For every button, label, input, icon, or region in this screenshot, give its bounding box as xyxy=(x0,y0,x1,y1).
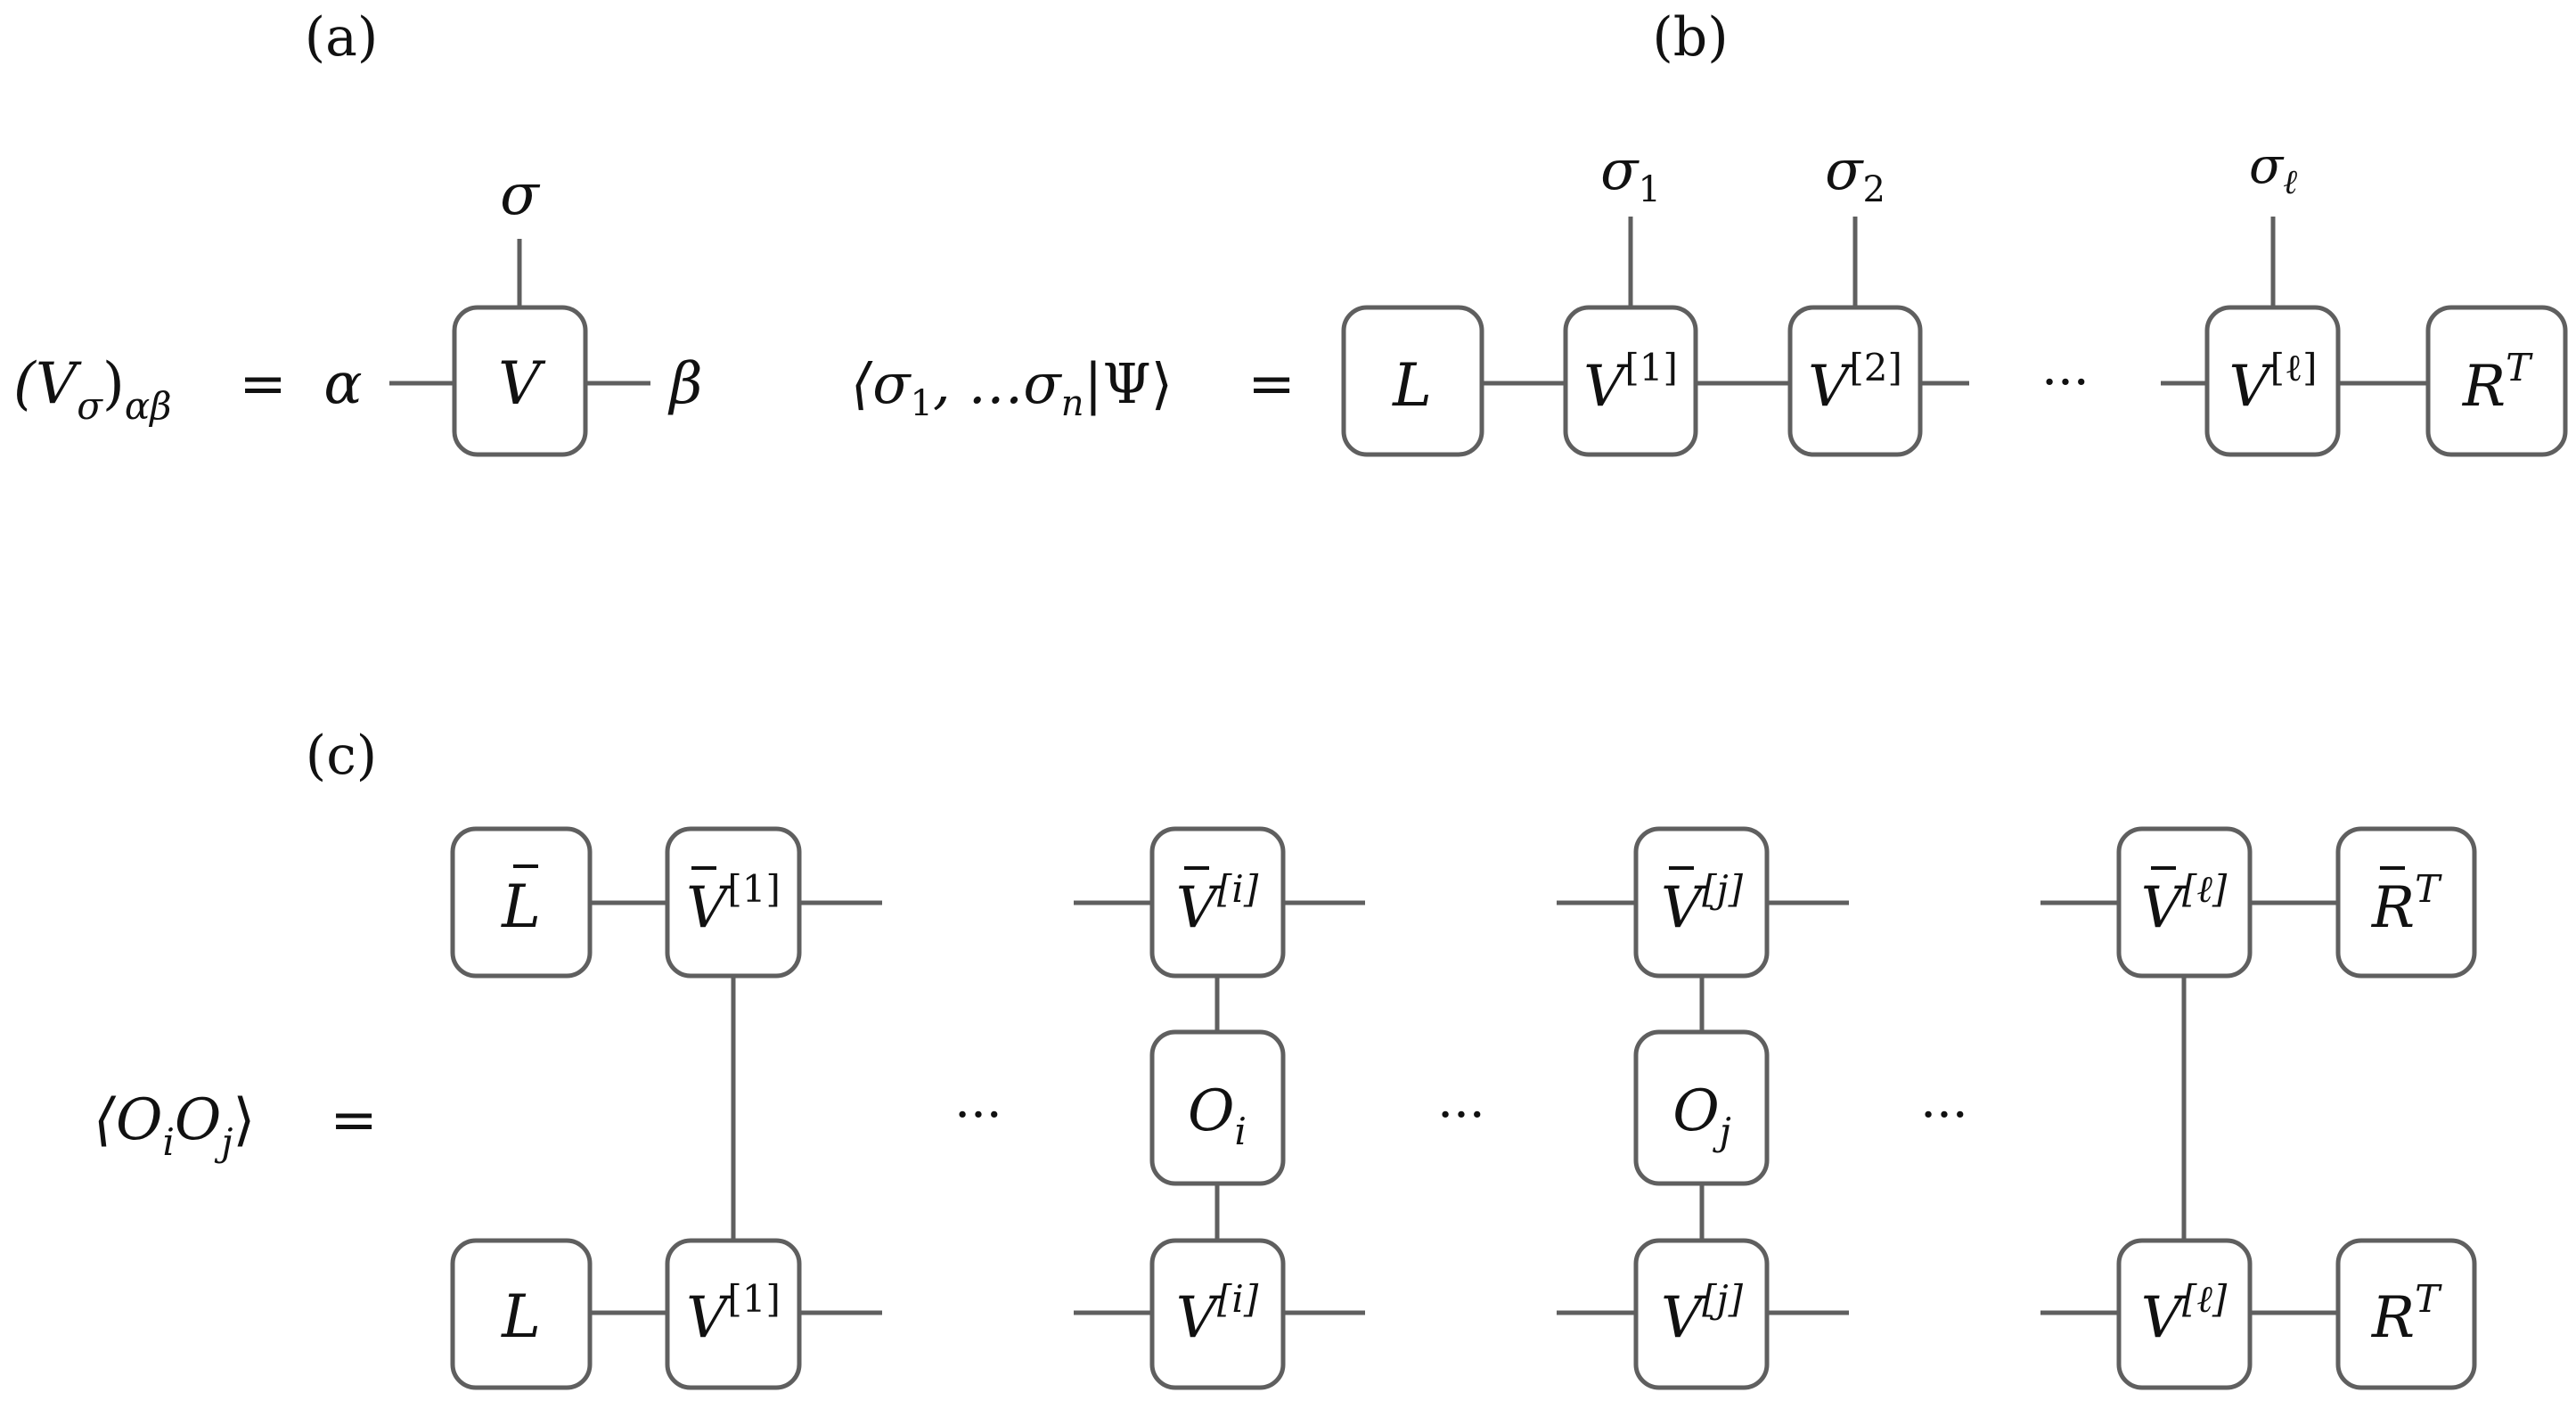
panel-c-ellipsis-3: ··· xyxy=(1920,1086,1967,1144)
panel-b-label-l: L xyxy=(1392,351,1432,420)
panel-c-top-box-lbar xyxy=(450,826,593,979)
panel-c-top-box-vlbar xyxy=(2116,826,2253,979)
panel-c-bot-box-vj xyxy=(1633,1238,1770,1390)
panel-a-lhs-sub-ab: αβ xyxy=(125,384,172,428)
panel-c-ellipsis-2: ··· xyxy=(1437,1086,1484,1144)
panel-a-lhs: (Vσ)αβ xyxy=(13,351,171,428)
panel-a-lhs-base: (V xyxy=(13,351,82,417)
panel-c-bot-box-vi xyxy=(1149,1238,1286,1390)
panel-c-top-label-vibar: V[i] xyxy=(1176,867,1259,941)
panel-b-lhs-mid: , …σ xyxy=(933,351,1062,416)
panel-c-bot-label-vj: V[j] xyxy=(1661,1277,1744,1351)
panel-b-box-v2 xyxy=(1787,305,1923,457)
panel-a-beta: β xyxy=(668,351,703,417)
panel-c-ellipsis-1: ··· xyxy=(954,1086,1002,1144)
panel-c-lhs: ⟨OiOj⟩ xyxy=(94,1087,255,1164)
panel-a-lhs-sub-sigma: σ xyxy=(77,384,103,428)
panel-c-bot-label-vl: V[ℓ] xyxy=(2141,1277,2228,1351)
panel-label-a: (a) xyxy=(305,6,379,69)
panel-b-label-vl: V[ℓ] xyxy=(2228,346,2317,420)
panel-b-label-r: RT xyxy=(2462,346,2533,420)
panel-c-bot-box-vl xyxy=(2116,1238,2253,1390)
panel-a-lhs-close: ) xyxy=(102,351,125,417)
panel-b-box-v1 xyxy=(1563,305,1698,457)
panel-c-top-label-vjbar: V[j] xyxy=(1661,867,1744,941)
panel-c-bot-label-l: L xyxy=(501,1282,541,1351)
panel-c: ⟨OiOj⟩ = xyxy=(94,826,2477,1390)
panel-c-top-box-vibar xyxy=(1149,826,1286,979)
panel-b-ellipsis: ··· xyxy=(2041,354,2089,412)
panel-c-bot-label-r: RT xyxy=(2371,1277,2442,1351)
panel-a-alpha: α xyxy=(323,351,362,417)
panel-c-top-label-vlbar: V[ℓ] xyxy=(2141,867,2228,941)
panel-a-tensor-v xyxy=(452,305,588,457)
panel-c-bot-box-l xyxy=(450,1238,593,1390)
panel-b-lhs-sub1: 1 xyxy=(911,383,933,424)
panel-c-bot-box-r xyxy=(2335,1238,2477,1390)
panel-c-top-label-v1bar: V[1] xyxy=(686,867,781,941)
panel-c-op-label-j: Oj xyxy=(1672,1078,1731,1153)
panel-b-phys-label-1: σ1 xyxy=(1600,137,1661,210)
panel-c-op-label-i: Oi xyxy=(1188,1078,1247,1153)
panel-b-box-vl xyxy=(2204,305,2341,457)
panel-c-op-box-j xyxy=(1633,1029,1770,1186)
panel-b: ⟨σ1, …σn|Ψ⟩ = L V[1] V[2] V[ℓ] RT σ1 σ2 … xyxy=(851,137,2568,457)
panel-c-top-box-v1bar xyxy=(665,826,802,979)
panel-c-top-label-lbar: L xyxy=(501,872,541,941)
panel-a-tensor-label: V xyxy=(498,349,546,418)
panel-b-box-r xyxy=(2425,305,2568,457)
panel-b-phys-label-2: σ2 xyxy=(1825,137,1885,210)
panel-c-op-box-i xyxy=(1149,1029,1286,1186)
panel-label-c: (c) xyxy=(306,725,377,787)
panel-a-equals: = xyxy=(239,351,287,417)
panel-b-phys-label-l: σℓ xyxy=(2249,137,2297,201)
panel-b-equals: = xyxy=(1247,351,1296,417)
panel-c-bot-label-vi: V[i] xyxy=(1176,1277,1259,1351)
panel-a-sigma: σ xyxy=(500,162,541,228)
panel-b-label-v1: V[1] xyxy=(1583,346,1678,420)
panel-b-label-v2: V[2] xyxy=(1808,346,1902,420)
panel-b-lhs: ⟨σ1, …σn|Ψ⟩ xyxy=(851,351,1173,424)
panel-c-equals: = xyxy=(330,1087,378,1153)
panel-c-top-box-rbar xyxy=(2335,826,2477,979)
panel-a: (Vσ)αβ = α V σ β xyxy=(13,162,703,457)
panel-c-top-box-vjbar xyxy=(1633,826,1770,979)
panel-c-bot-box-v1 xyxy=(665,1238,802,1390)
panel-c-top-label-rbar: RT xyxy=(2371,867,2442,941)
panel-label-b: (b) xyxy=(1652,6,1728,69)
panel-b-lhs-open: ⟨σ xyxy=(851,351,912,416)
panel-b-box-l xyxy=(1341,305,1484,457)
panel-b-lhs-close: |Ψ⟩ xyxy=(1084,351,1172,416)
panel-c-bot-label-v1: V[1] xyxy=(686,1277,781,1351)
panel-b-lhs-subn: n xyxy=(1061,383,1084,424)
